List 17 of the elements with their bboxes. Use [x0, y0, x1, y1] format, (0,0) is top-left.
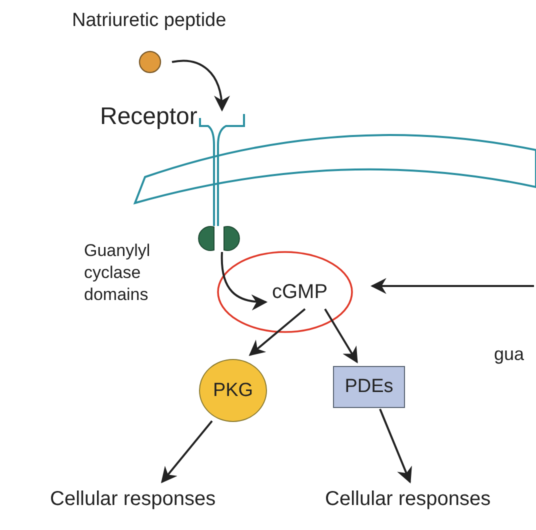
- molecule-label: Natriuretic peptide: [72, 10, 226, 32]
- arrow: [324, 308, 358, 364]
- node-label: PKG: [212, 380, 254, 402]
- node-label: PDEs: [344, 376, 394, 398]
- arrow: [172, 60, 230, 112]
- arrow: [379, 408, 412, 484]
- enzyme-box: [333, 366, 405, 408]
- arrow: [160, 420, 213, 484]
- domain-label: Guanylyl cyclase domains: [84, 240, 152, 306]
- molecule-label: cGMP: [272, 281, 328, 304]
- receptor-label: Receptor: [100, 103, 198, 131]
- arrow: [370, 278, 534, 294]
- cut-off-label: gua: [494, 344, 524, 365]
- response-label: Cellular responses: [50, 488, 216, 511]
- arrow: [248, 308, 306, 356]
- response-label: Cellular responses: [325, 488, 491, 511]
- arrow: [220, 252, 268, 310]
